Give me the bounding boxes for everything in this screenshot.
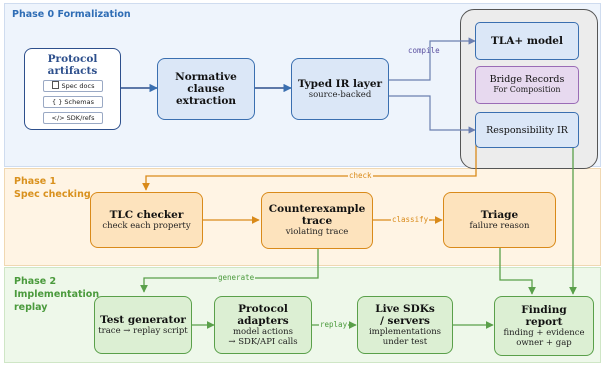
bridge-sub: For Composition xyxy=(493,85,561,95)
tla-title: TLA+ model xyxy=(491,35,563,47)
node-finding-report: Finding report finding + evidence owner … xyxy=(494,296,594,356)
live-sdks-sub: implementations under test xyxy=(368,326,442,348)
edge-typed-ir-resp xyxy=(389,95,476,134)
node-protocol-adapters: Protocol adapters model actions → SDK/AP… xyxy=(214,296,312,354)
test-gen-title: Test generator xyxy=(100,313,186,326)
edge-label-classify: classify xyxy=(391,215,430,224)
node-test-generator: Test generator trace → replay script xyxy=(94,296,192,354)
resp-title: Responsibility IR xyxy=(486,124,568,136)
edge-triage-finding xyxy=(499,248,536,295)
node-bridge-records: Bridge Records For Composition xyxy=(475,66,579,104)
document-icon xyxy=(51,81,59,89)
finding-title: Finding report xyxy=(521,303,567,328)
chip-sdk-refs: </> SDK/refs xyxy=(43,112,103,124)
edge-label-compile: compile xyxy=(408,46,440,55)
chip-sdk-refs-label: </> SDK/refs xyxy=(51,114,95,122)
counterexample-title: Counterexample trace xyxy=(268,203,366,228)
node-tlc-checker: TLC checker check each property xyxy=(90,192,203,248)
phase-2-label: Phase 2 Implementation replay xyxy=(14,276,100,313)
node-tla-model: TLA+ model xyxy=(475,22,579,60)
phase-0-label: Phase 0 Formalization xyxy=(12,9,131,20)
chip-schemas-label: { } Schemas xyxy=(52,98,94,106)
edge-counterexample-testgen-generate xyxy=(140,249,319,293)
bridge-title: Bridge Records xyxy=(489,74,565,86)
edge-label-generate: generate xyxy=(217,273,256,282)
node-live-sdks: Live SDKs / servers implementations unde… xyxy=(357,296,453,354)
node-typed-ir: Typed IR layer source-backed xyxy=(291,58,389,120)
typed-ir-title: Typed IR layer xyxy=(297,77,383,90)
tlc-sub: check each property xyxy=(102,220,191,231)
chip-schemas: { } Schemas xyxy=(43,96,103,108)
live-sdks-title: Live SDKs / servers xyxy=(375,302,435,327)
finding-sub: finding + evidence owner + gap xyxy=(503,327,585,349)
edge-resp-tlc-check xyxy=(142,137,477,191)
counterexample-sub: violating trace xyxy=(285,227,349,238)
node-normative-clause: Normative clause extraction xyxy=(157,58,255,120)
phase-1-label: Phase 1 Spec checking xyxy=(14,176,91,200)
edge-typed-ir-tla xyxy=(389,37,476,81)
typed-ir-sub: source-backed xyxy=(308,89,372,100)
node-triage: Triage failure reason xyxy=(443,192,556,248)
node-counterexample-trace: Counterexample trace violating trace xyxy=(261,192,373,249)
edge-label-check: check xyxy=(348,171,373,180)
edge-label-replay: replay xyxy=(319,320,349,329)
test-gen-sub: trace → replay script xyxy=(98,325,188,336)
triage-title: Triage xyxy=(480,208,519,221)
tlc-title: TLC checker xyxy=(109,208,184,221)
normative-title: Normative clause extraction xyxy=(175,71,237,107)
protocol-artifacts-title: Protocol artifacts xyxy=(47,53,98,77)
adapters-title: Protocol adapters xyxy=(237,302,289,327)
chip-spec-docs-label: Spec docs xyxy=(61,82,95,90)
chip-spec-docs: Spec docs xyxy=(43,80,103,92)
node-responsibility-ir: Responsibility IR xyxy=(475,112,579,148)
triage-sub: failure reason xyxy=(469,220,530,231)
adapters-sub: model actions → SDK/API calls xyxy=(228,326,298,348)
